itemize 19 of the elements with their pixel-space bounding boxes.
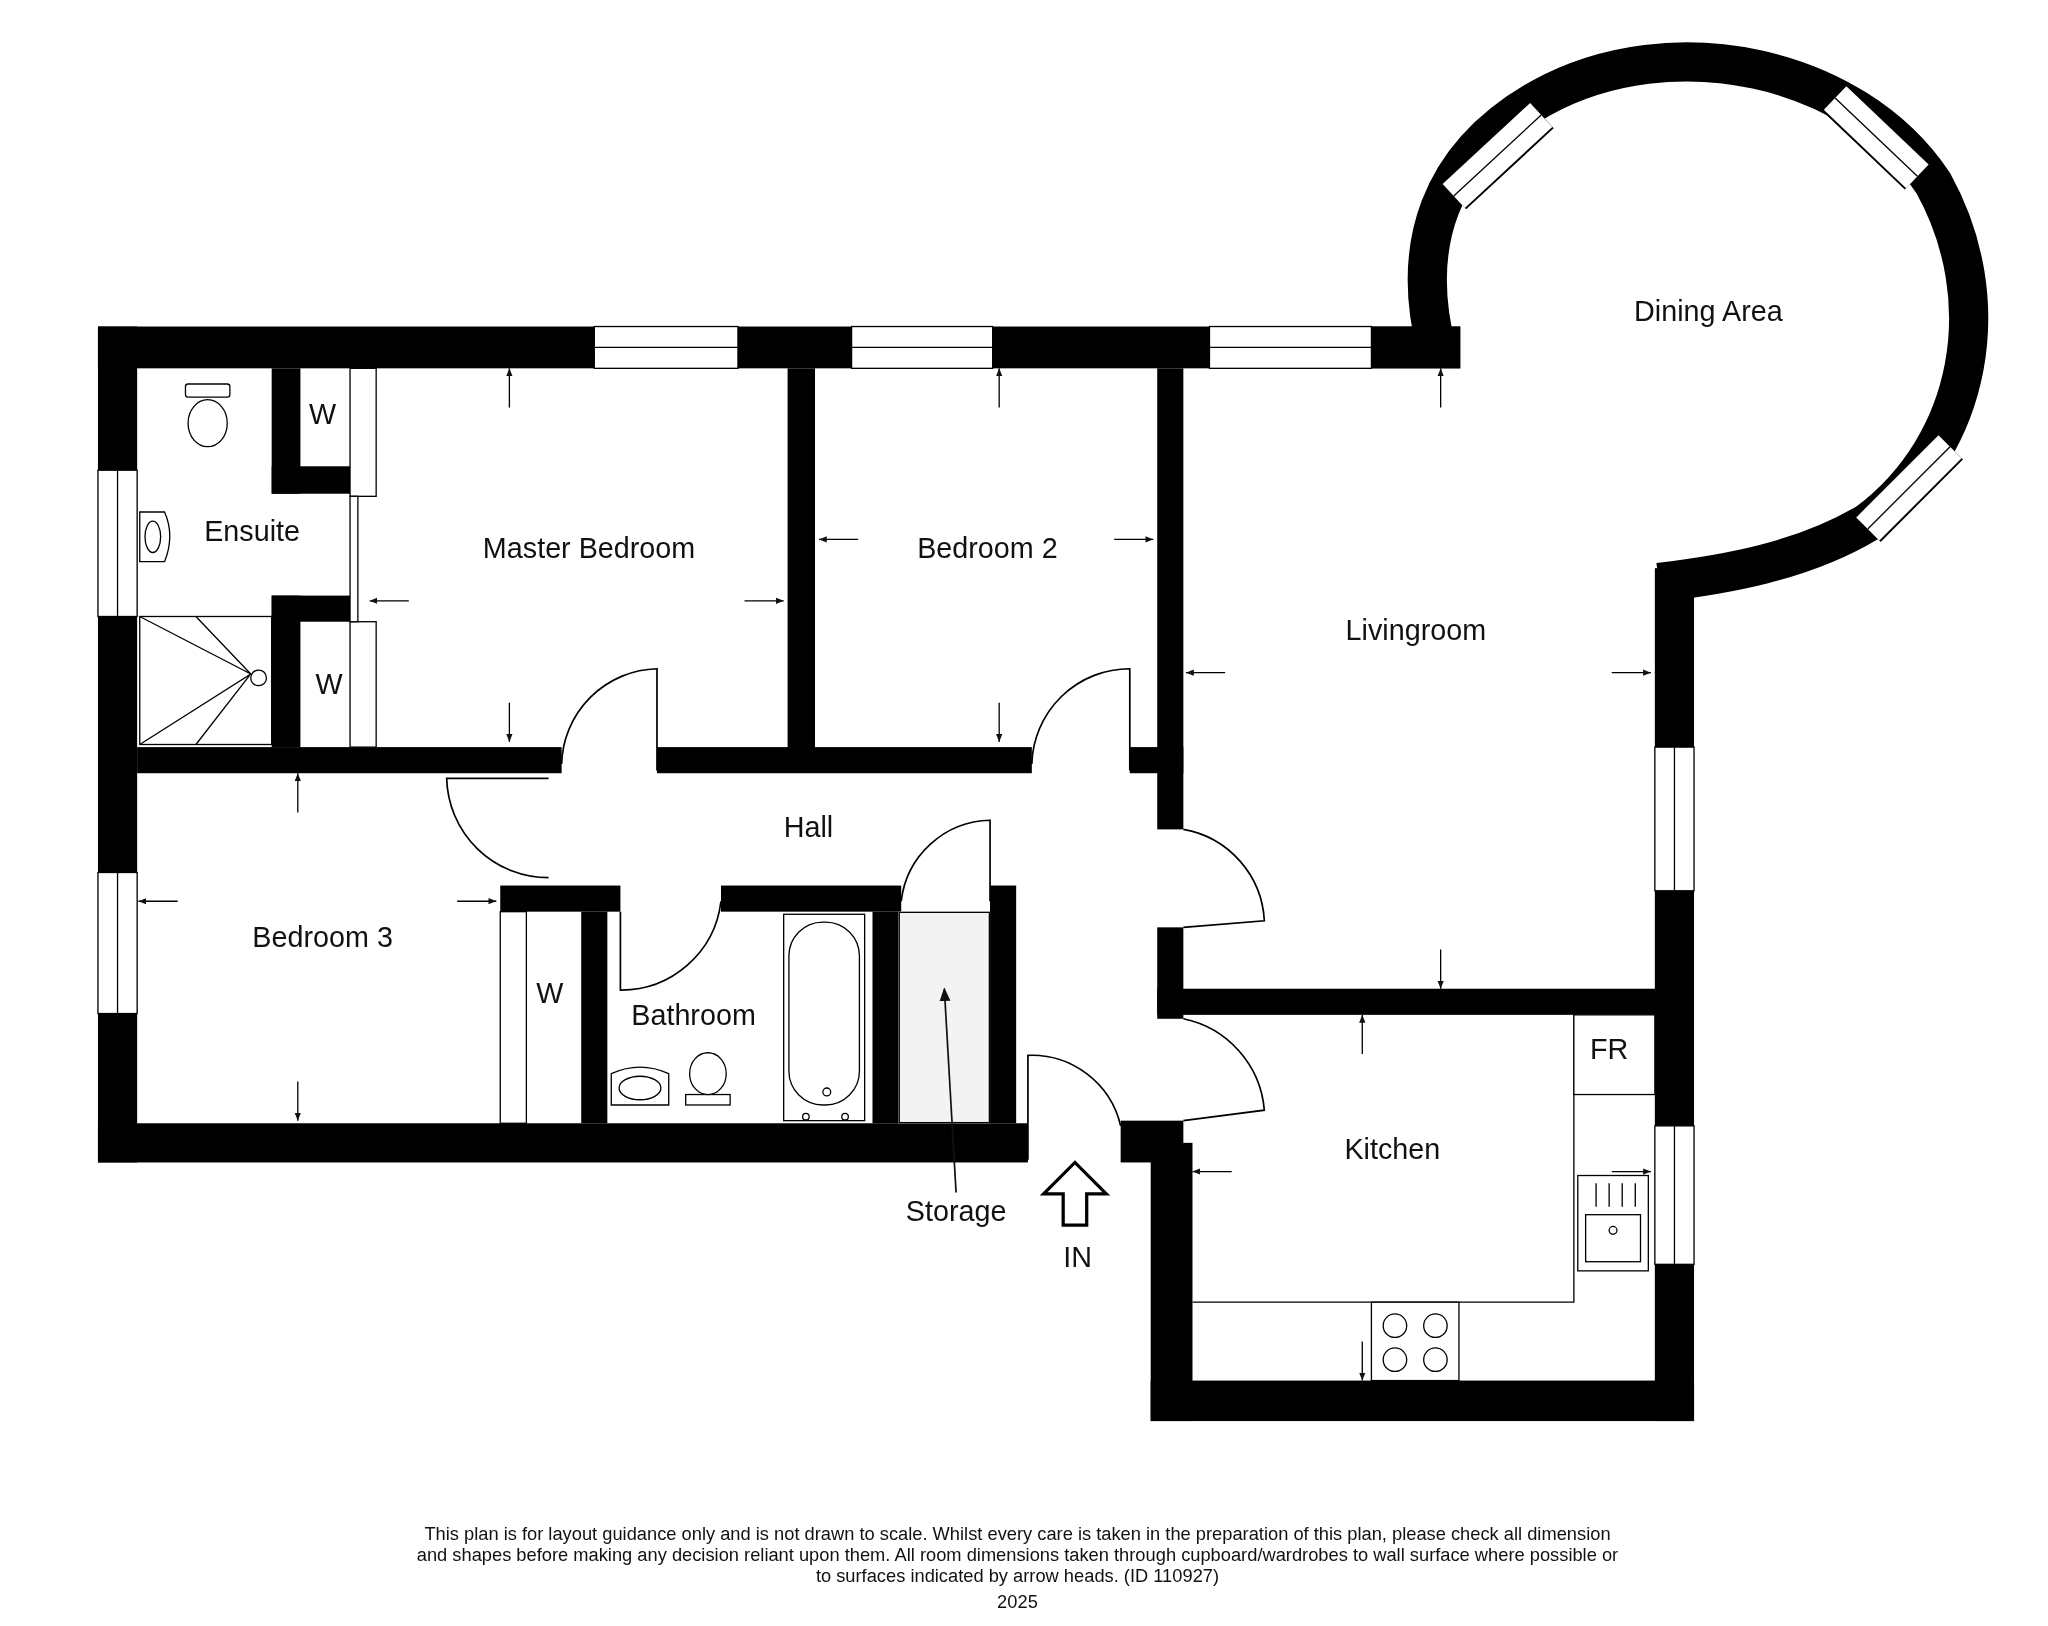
room-label: Bathroom (631, 999, 756, 1034)
room-label: Bedroom 3 (252, 920, 393, 955)
room-label: Bedroom 2 (917, 531, 1058, 566)
wardrobe-label: W (315, 667, 343, 702)
room-label: Dining Area (1634, 295, 1783, 330)
fridge-label: FR (1590, 1033, 1629, 1068)
room-label: Livingroom (1345, 613, 1487, 648)
storage-label: Storage (905, 1195, 1007, 1230)
wardrobe-label: W (309, 398, 337, 433)
room-label: Ensuite (204, 514, 300, 549)
year-text: 2025 (997, 1590, 1038, 1612)
leader-line (939, 987, 957, 1194)
room-label: Kitchen (1344, 1132, 1441, 1167)
storage-cupboard (898, 911, 991, 1124)
room-label: Hall (783, 811, 834, 846)
room-label: Master Bedroom (482, 531, 696, 566)
entrance-label: IN (1063, 1240, 1092, 1275)
disclaimer-text: This plan is for layout guidance only and is not drawn to scale. Whilst every care is taken in the preparation of this plan, please check all dimension and shapes before making any decision reliant upon them. All room dimensions taken through cupboard/wardrobes to wall surface where possible or to surfaces indicated by arrow heads. (ID 110927) (415, 1522, 1620, 1586)
wardrobe-label: W (536, 977, 564, 1011)
